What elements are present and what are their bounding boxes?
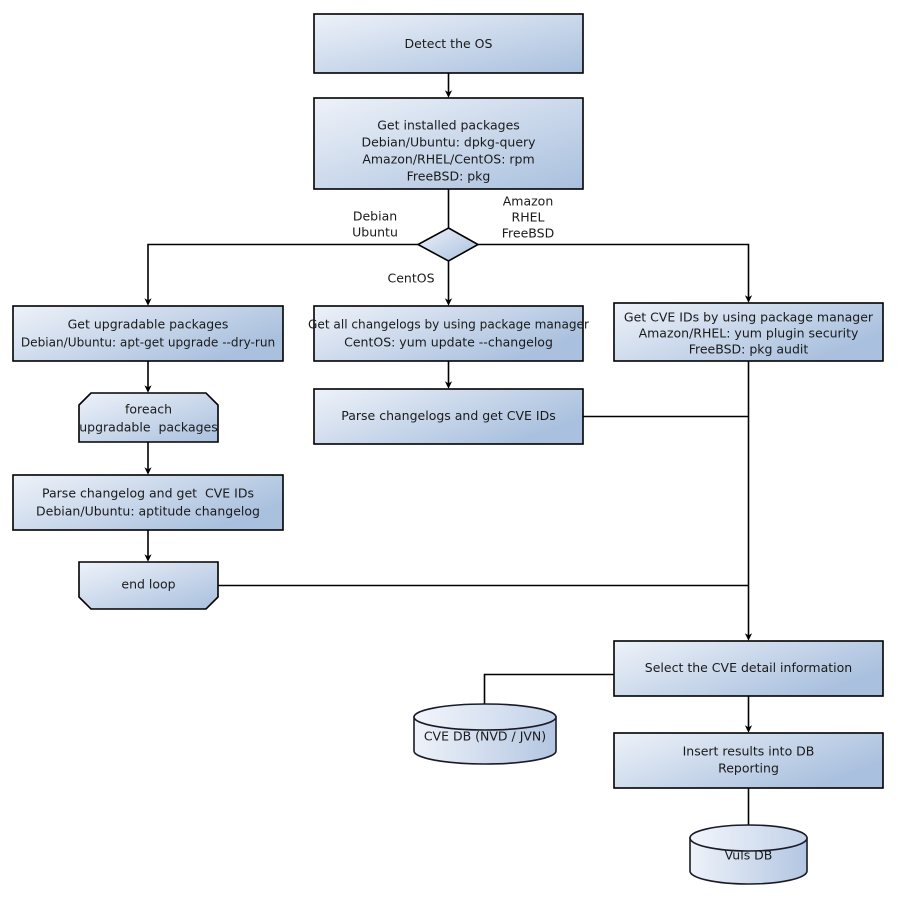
- edge-select-to-cvedb: [483, 673, 614, 707]
- get-cve-ids-line-2: Amazon/RHEL: yum plugin security: [639, 326, 859, 341]
- get-cve-ids-box[interactable]: [613, 302, 884, 362]
- node-end-loop[interactable]: end loop: [78, 561, 219, 610]
- get-all-changelogs-line-1: Get all changelogs by using package mana…: [308, 318, 589, 332]
- edge-decision-to-upgradable: [144, 243, 418, 306]
- node-get-all-changelogs[interactable]: Get all changelogs by using package mana…: [308, 305, 589, 362]
- select-cve-detail-label: Select the CVE detail information: [645, 660, 852, 675]
- parse-changelogs-label: Parse changelogs and get CVE IDs: [341, 408, 555, 423]
- get-upgradable-packages-box[interactable]: [12, 305, 284, 362]
- insert-results-line-1: Insert results into DB: [683, 744, 815, 759]
- get-upgradable-packages-line-2: Debian/Ubuntu: apt-get upgrade --dry-run: [21, 336, 275, 350]
- get-cve-ids-line-1: Get CVE IDs by using package manager: [624, 310, 874, 325]
- get-installed-packages-box[interactable]: [313, 97, 584, 190]
- select-cve-detail-box[interactable]: [613, 640, 884, 697]
- foreach-loop-shape[interactable]: [78, 392, 219, 443]
- label-ubuntu: Ubuntu: [352, 225, 398, 240]
- label-amazon: Amazon: [503, 194, 554, 209]
- detect-os-box[interactable]: [313, 13, 584, 74]
- label-centos: CentOS: [387, 271, 434, 286]
- parse-changelog-line-2: Debian/Ubuntu: aptitude changelog: [36, 504, 260, 519]
- get-upgradable-packages-line-1: Get upgradable packages: [68, 317, 229, 332]
- edge-layer: [144, 73, 753, 828]
- get-installed-packages-line-3: Amazon/RHEL/CentOS: rpm: [362, 152, 534, 167]
- foreach-label-line-2: upgradable packages: [79, 420, 218, 435]
- parse-changelog-box[interactable]: [12, 474, 284, 531]
- detect-os-label: Detect the OS: [405, 36, 493, 51]
- node-parse-changelogs-get-cve-ids[interactable]: Parse changelogs and get CVE IDs: [313, 388, 584, 445]
- edge-decision-to-cveids: [478, 243, 753, 303]
- get-all-changelogs-box[interactable]: [313, 305, 584, 362]
- get-cve-ids-line-3: FreeBSD: pkg audit: [689, 342, 809, 357]
- node-select-cve-detail[interactable]: Select the CVE detail information: [613, 640, 884, 697]
- cve-db-label: CVE DB (NVD / JVN): [424, 729, 546, 744]
- edge-label-debian-ubuntu: Debian Ubuntu: [352, 209, 398, 240]
- get-installed-packages-line-1: Get installed packages: [377, 118, 520, 133]
- foreach-label-line-1: foreach: [125, 402, 172, 417]
- cve-db-cylinder-top[interactable]: [413, 703, 557, 731]
- label-freebsd: FreeBSD: [502, 226, 554, 241]
- node-get-installed-packages[interactable]: Get installed packages Debian/Ubuntu: dp…: [313, 97, 584, 190]
- node-parse-changelog-get-cve-ids[interactable]: Parse changelog and get CVE IDs Debian/U…: [12, 474, 284, 531]
- node-get-cve-ids-pkg-manager[interactable]: Get CVE IDs by using package manager Ama…: [613, 302, 884, 362]
- insert-results-line-2: Reporting: [718, 761, 779, 776]
- node-insert-results-into-db[interactable]: Insert results into DB Reporting: [613, 732, 884, 789]
- node-cve-db[interactable]: CVE DB (NVD / JVN): [413, 703, 557, 765]
- edge-label-centos: CentOS: [387, 271, 434, 286]
- end-loop-label: end loop: [121, 577, 175, 592]
- edge-label-amazon-rhel-freebsd: Amazon RHEL FreeBSD: [502, 194, 554, 241]
- parse-changelogs-box[interactable]: [313, 388, 584, 445]
- node-get-upgradable-packages[interactable]: Get upgradable packages Debian/Ubuntu: a…: [12, 305, 284, 362]
- node-os-decision[interactable]: [416, 227, 480, 262]
- end-loop-shape[interactable]: [78, 561, 219, 610]
- vuls-db-cylinder-top[interactable]: [689, 824, 808, 852]
- node-foreach-upgradable-packages[interactable]: foreach upgradable packages: [78, 392, 219, 443]
- label-rhel: RHEL: [512, 210, 545, 225]
- insert-results-box[interactable]: [613, 732, 884, 789]
- vuls-db-label: Vuls DB: [725, 848, 773, 863]
- get-installed-packages-line-4: FreeBSD: pkg: [407, 169, 491, 184]
- node-detect-os[interactable]: Detect the OS: [313, 13, 584, 74]
- os-decision-diamond[interactable]: [416, 227, 480, 262]
- get-installed-packages-line-2: Debian/Ubuntu: dpkg-query: [361, 135, 536, 150]
- label-debian: Debian: [353, 209, 397, 224]
- parse-changelog-line-1: Parse changelog and get CVE IDs: [42, 486, 254, 501]
- node-vuls-db[interactable]: Vuls DB: [689, 824, 808, 885]
- get-all-changelogs-line-2: CentOS: yum update --changelog: [344, 335, 553, 350]
